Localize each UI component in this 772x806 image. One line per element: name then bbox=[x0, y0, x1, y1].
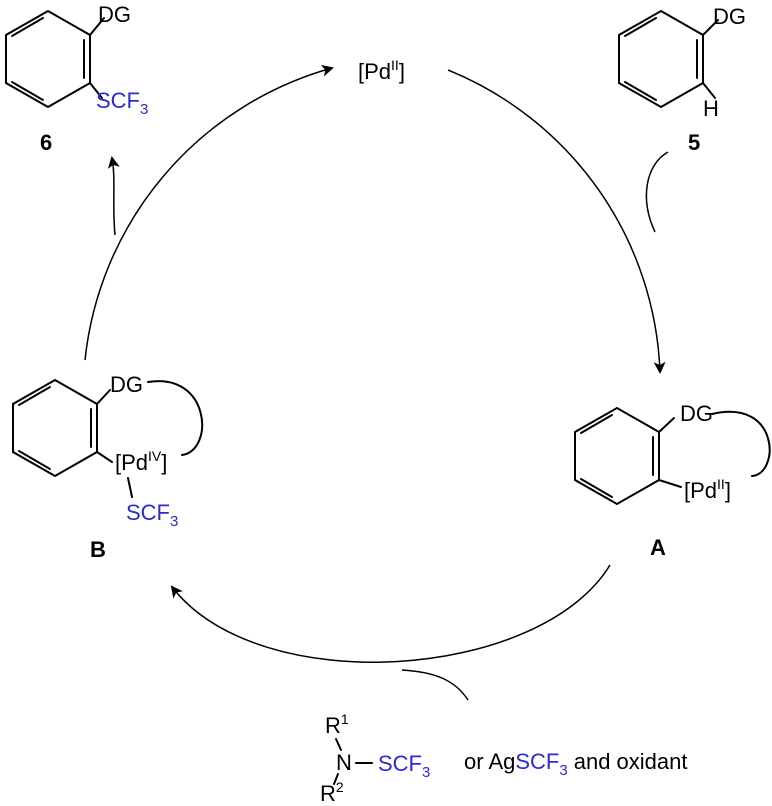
arrow-a-to-b bbox=[170, 564, 611, 663]
svg-text:SCF3: SCF3 bbox=[96, 88, 148, 118]
substrate-5: DG H 5 bbox=[618, 4, 746, 155]
scf3-group: SCF bbox=[96, 88, 140, 113]
hydrogen-label: H bbox=[703, 96, 719, 121]
dg-label: DG bbox=[713, 4, 746, 29]
dg-label: DG bbox=[110, 372, 143, 397]
nitrogen-label: N bbox=[336, 750, 352, 775]
catalyst-pd-text: [Pd bbox=[358, 59, 391, 84]
r2-label: R bbox=[320, 781, 336, 806]
svg-text:[PdII]: [PdII] bbox=[684, 476, 731, 503]
svg-text:SCF3: SCF3 bbox=[126, 500, 178, 530]
compound-label-b: B bbox=[90, 537, 106, 562]
svg-text:SCF3: SCF3 bbox=[378, 751, 430, 781]
chelate-loop bbox=[147, 380, 203, 456]
svg-text:[PdIV]: [PdIV] bbox=[115, 448, 167, 475]
ag-scf3-group: SCF bbox=[515, 749, 559, 774]
benzene-ring bbox=[618, 9, 704, 109]
dg-label: DG bbox=[98, 2, 131, 27]
svg-text:R2: R2 bbox=[320, 779, 344, 806]
arrow-reagent-entry bbox=[401, 669, 469, 701]
pd-label: [Pd bbox=[115, 450, 148, 475]
benzene-ring bbox=[12, 378, 98, 478]
or-ag-text: or Ag bbox=[464, 749, 515, 774]
pd-label: [Pd bbox=[684, 478, 717, 503]
cycle-arrows bbox=[84, 64, 669, 701]
scf3-group: SCF bbox=[126, 500, 170, 525]
oxidant-text: and oxidant bbox=[574, 749, 688, 774]
compound-label-5: 5 bbox=[688, 130, 700, 155]
arrow-b-to-pd bbox=[84, 64, 334, 361]
product-6: DG SCF3 6 bbox=[5, 2, 148, 155]
catalyst-pd: [PdII] bbox=[358, 57, 405, 84]
dg-label: DG bbox=[680, 401, 713, 426]
compound-label-6: 6 bbox=[40, 130, 52, 155]
intermediate-b: DG [PdIV] SCF3 B bbox=[12, 372, 203, 562]
benzene-ring bbox=[5, 9, 91, 109]
benzene-ring bbox=[574, 406, 660, 506]
arrow-pd-to-a bbox=[447, 69, 666, 374]
svg-text:[PdII]: [PdII] bbox=[358, 57, 405, 84]
svg-text:R1: R1 bbox=[325, 711, 349, 738]
chelate-loop bbox=[711, 410, 771, 477]
arrow-substrate-entry bbox=[645, 151, 669, 233]
arrow-product-release bbox=[107, 156, 120, 236]
compound-label-a: A bbox=[650, 535, 666, 560]
scf3-group: SCF bbox=[378, 751, 422, 776]
r1-label: R bbox=[325, 713, 341, 738]
catalyst-oxidation-state: II bbox=[391, 57, 399, 73]
intermediate-a: DG [PdII] A bbox=[574, 401, 771, 560]
